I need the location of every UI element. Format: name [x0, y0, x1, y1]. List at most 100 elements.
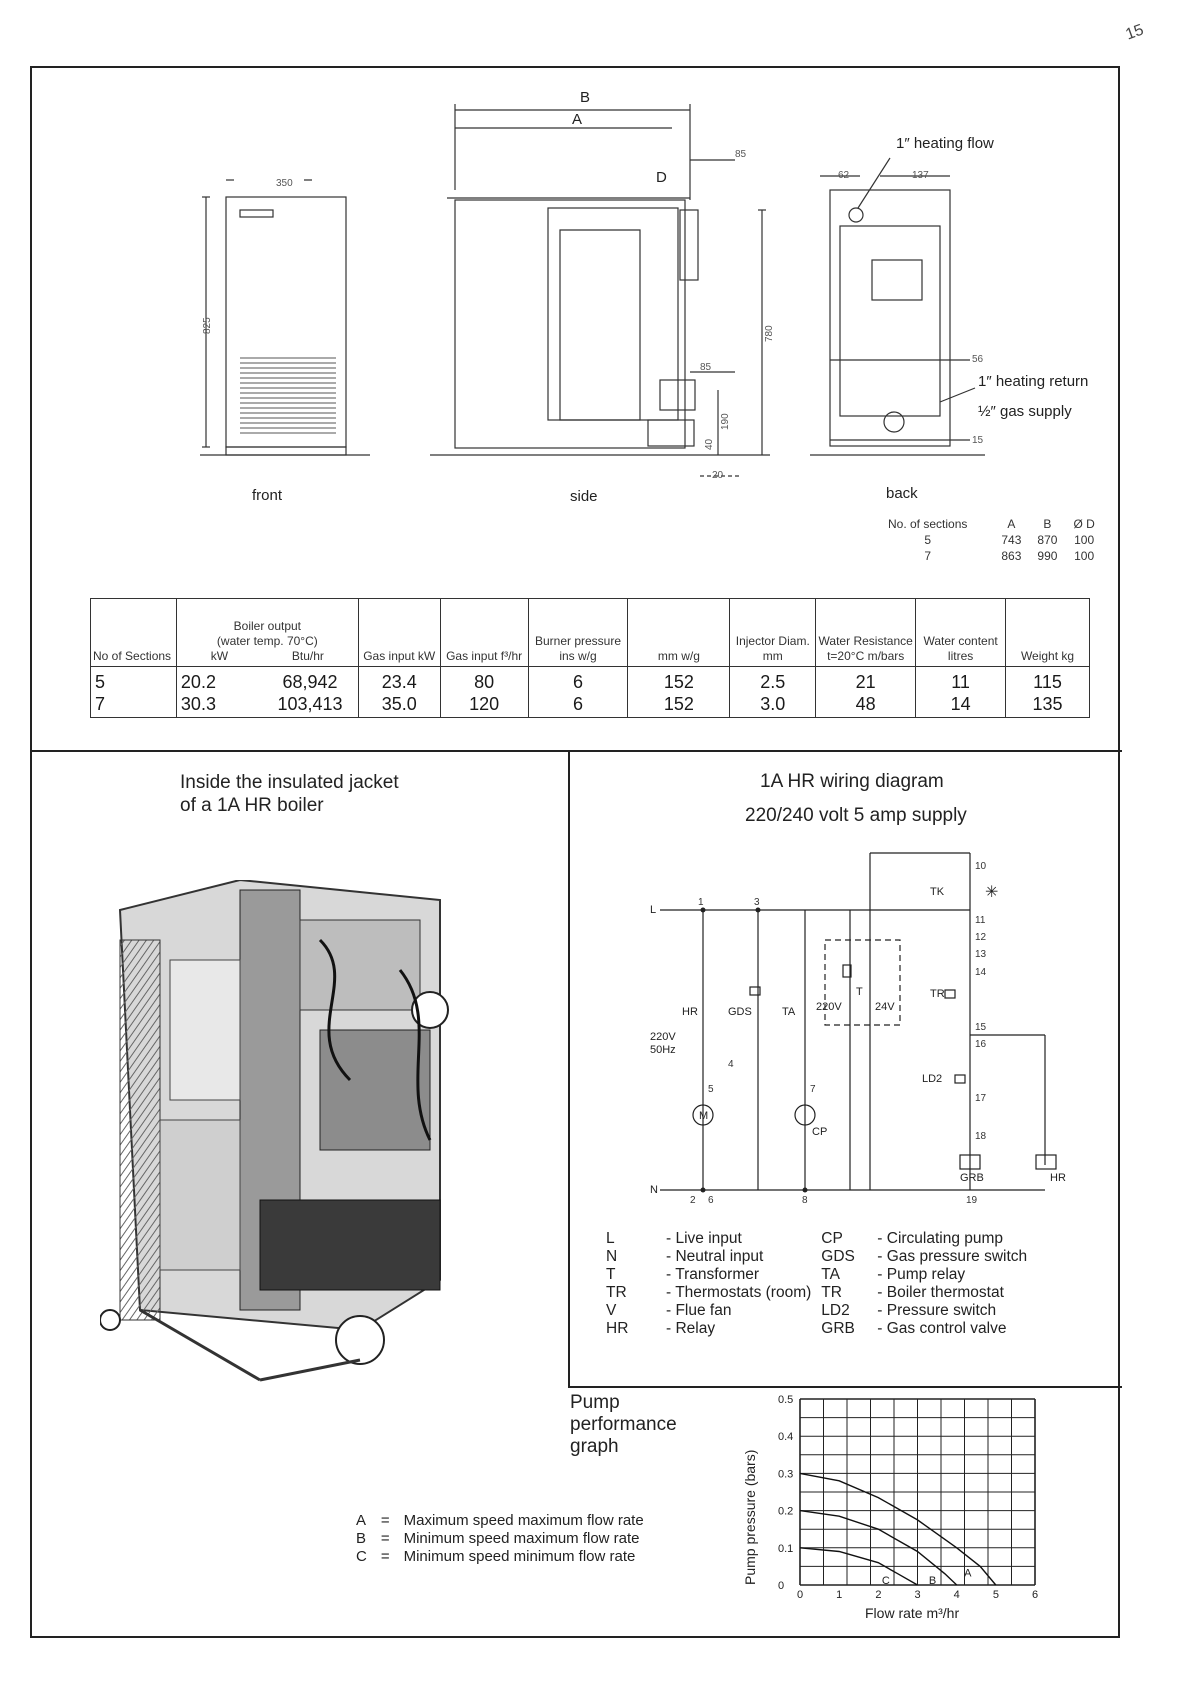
wire-label-grb: GRB: [960, 1172, 984, 1184]
sections-header-b: B: [1043, 517, 1052, 531]
header-injector: Injector Diam. mm: [729, 598, 817, 667]
key-eq: =: [380, 1530, 390, 1547]
cell: 23.4: [357, 666, 441, 693]
divider-middle: [568, 750, 570, 1386]
legend-code: TA: [821, 1266, 840, 1283]
legend-desc: - Transformer: [666, 1266, 760, 1283]
legend-code: HR: [606, 1320, 629, 1337]
terminal: 13: [975, 949, 987, 960]
y-tick-label: 0: [778, 1580, 784, 1592]
back-dim-56: 56: [972, 354, 984, 365]
legend-code: CP: [821, 1230, 843, 1247]
terminal: 6: [708, 1195, 714, 1205]
cell: 135: [1005, 693, 1090, 718]
boiler-spec-table: No of Sections Boiler output (water temp…: [90, 598, 1090, 718]
legend-desc: - Gas control valve: [877, 1320, 1007, 1337]
terminal: 18: [975, 1131, 987, 1142]
cell: 14: [915, 693, 1007, 718]
series-label-c: C: [882, 1575, 890, 1587]
side-dim-85-top: 85: [735, 149, 747, 160]
back-body: [829, 189, 951, 447]
side-dim-a: A: [572, 111, 582, 128]
wiring-title: 1A HR wiring diagram: [760, 771, 944, 792]
x-tick-label: 1: [836, 1589, 842, 1601]
y-tick-label: 0.1: [778, 1543, 793, 1555]
label-heating-return: 1″ heating return: [978, 373, 1088, 390]
legend-code: TR: [606, 1284, 627, 1301]
front-height-dim: 825: [202, 317, 213, 334]
wire-label-tr: TR: [930, 988, 945, 1000]
key-desc: Maximum speed maximum flow rate: [403, 1512, 644, 1529]
chart-ylabel: Pump pressure (bars): [742, 1450, 758, 1585]
wiring-diagram: L N HR GDS TA 220V T 24V 220V 50Hz M CP …: [650, 852, 1066, 1205]
cell: 743: [1001, 533, 1022, 547]
sections-header-d: Ø D: [1073, 517, 1095, 531]
list-item: TR - Thermostats (room) TR - Boiler ther…: [606, 1284, 1033, 1302]
terminal: 1: [698, 897, 704, 908]
wiring-subtitle: 220/240 volt 5 amp supply: [745, 805, 967, 826]
wire-label-supply-v: 220V: [650, 1031, 676, 1043]
boiler-drawings: 350 825 85 780 85 190 40 20 62 137 56 15…: [200, 89, 1088, 505]
terminal: 11: [975, 915, 986, 926]
series-curve-c: [799, 1547, 918, 1586]
divider-top: [30, 750, 1122, 752]
side-dim-b: B: [580, 89, 590, 106]
header-gas-input-ft3: Gas input f³/hr: [439, 598, 529, 667]
key-desc: Minimum speed minimum flow rate: [403, 1548, 636, 1565]
x-tick-label: 3: [915, 1589, 921, 1601]
wire-label-t: T: [856, 986, 863, 998]
terminal: 17: [975, 1093, 987, 1104]
cell: 6: [527, 693, 629, 718]
table-row: 5 743 870 100: [880, 532, 1103, 548]
list-item: N - Neutral input GDS - Gas pressure swi…: [606, 1248, 1033, 1266]
series-label-a: A: [964, 1567, 972, 1579]
x-tick-label: 0: [797, 1589, 803, 1601]
pump-curve-key: A = Maximum speed maximum flow rate B = …: [356, 1512, 658, 1566]
wire-label-hr: HR: [682, 1006, 698, 1018]
wire-label-ta: TA: [782, 1006, 796, 1018]
wire-label-24v: 24V: [875, 1001, 895, 1013]
x-tick-label: 5: [993, 1589, 999, 1601]
legend-desc: - Neutral input: [666, 1248, 764, 1265]
sections-dimension-table: No. of sections A B Ø D 5 743 870 100 7 …: [880, 516, 1103, 564]
legend-desc: - Relay: [666, 1320, 716, 1337]
terminal: 7: [810, 1084, 816, 1095]
legend-code: L: [606, 1230, 615, 1247]
list-item: HR - Relay GRB - Gas control valve: [606, 1320, 1033, 1338]
table-row: 7 863 990 100: [880, 548, 1103, 564]
cell: 30.3: [175, 693, 263, 718]
terminal: 2: [690, 1195, 696, 1205]
key-eq: =: [380, 1512, 390, 1529]
y-tick-label: 0.2: [778, 1506, 793, 1518]
y-tick-label: 0.4: [778, 1431, 793, 1443]
legend-code: GDS: [821, 1248, 855, 1265]
cell: 11: [915, 666, 1007, 693]
wire-label-gds: GDS: [728, 1006, 752, 1018]
wire-label-cp: CP: [812, 1126, 827, 1138]
wire-label-m: M: [699, 1110, 708, 1122]
boiler-interior-photo: [100, 880, 449, 1382]
cell: 5: [90, 666, 177, 693]
legend-desc: - Pressure switch: [877, 1302, 997, 1319]
header-water-content: Water content litres: [915, 598, 1007, 667]
wire-label-supply-hz: 50Hz: [650, 1044, 676, 1056]
cell: 80: [439, 666, 529, 693]
cell: 48: [815, 693, 917, 718]
legend-desc: - Live input: [666, 1230, 742, 1247]
key-eq: =: [380, 1548, 390, 1565]
header-no-of-sections: No of Sections: [90, 598, 177, 667]
cell: 990: [1037, 549, 1058, 563]
header-water-resistance: Water Resistance t=20°C m/bars: [815, 598, 917, 667]
chart-curve-labels: ABC: [882, 1567, 972, 1586]
legend-desc: - Flue fan: [666, 1302, 732, 1319]
side-dim-190: 190: [720, 413, 731, 430]
cell: 103,413: [262, 693, 359, 718]
cell: 68,942: [262, 666, 359, 693]
cell: 863: [1001, 549, 1022, 563]
legend-code: TR: [821, 1284, 842, 1301]
cell: 3.0: [729, 693, 817, 718]
cell: 120: [439, 693, 529, 718]
side-dim-20: 20: [712, 470, 724, 481]
wire-label-l: L: [650, 904, 656, 916]
